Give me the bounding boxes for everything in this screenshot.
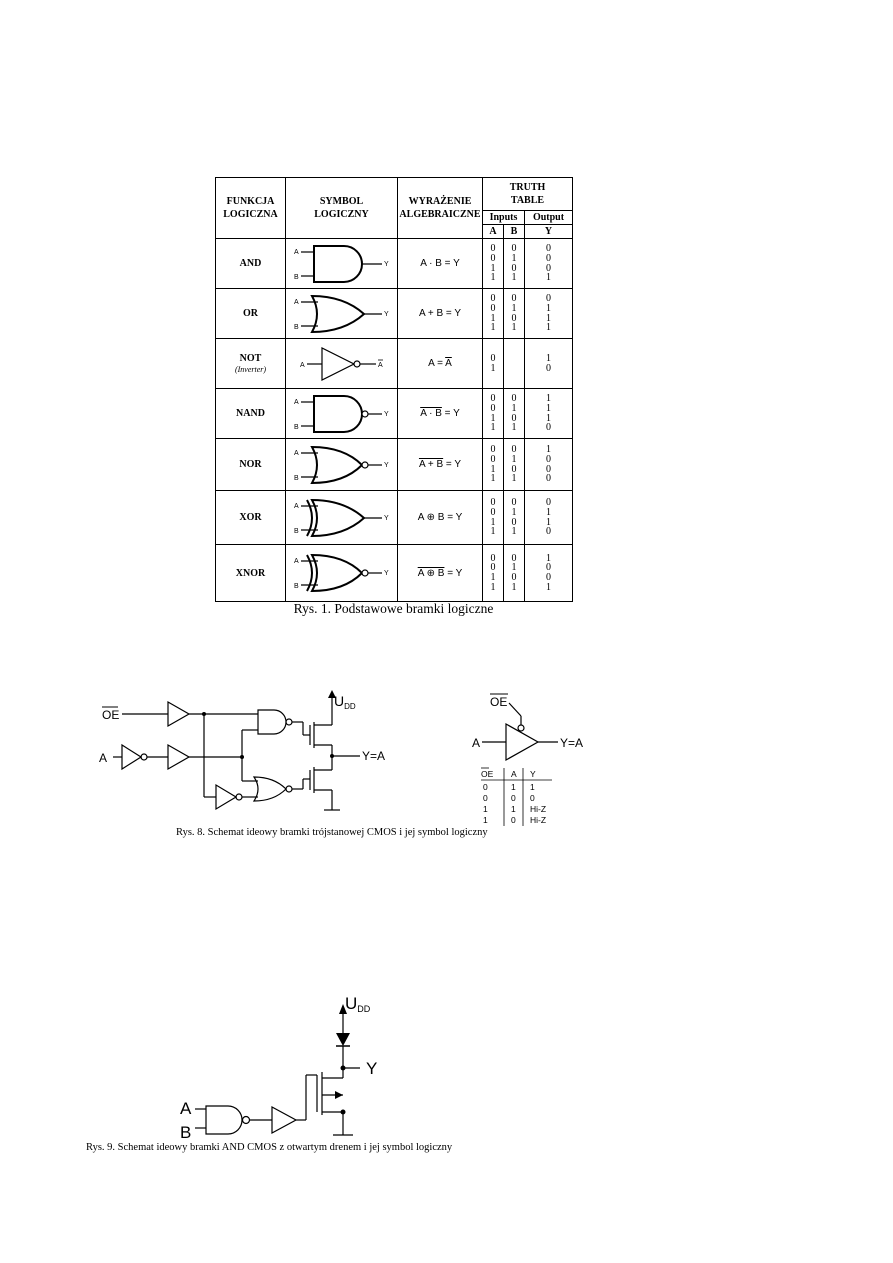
svg-text:B: B [294, 528, 299, 535]
oe-label: OE [102, 708, 119, 722]
svg-text:Y: Y [384, 261, 389, 268]
svg-text:B: B [294, 583, 299, 590]
oe-buffer [167, 700, 191, 728]
or-gate-symbol: A B Y [285, 288, 398, 339]
svg-text:1: 1 [530, 782, 535, 792]
xnor-gate-symbol: A B Y [285, 544, 398, 602]
and-gate [205, 1105, 243, 1135]
svg-text:B: B [294, 274, 299, 281]
svg-text:A: A [300, 362, 305, 369]
a-buffer [167, 743, 191, 771]
svg-text:Y: Y [384, 311, 389, 318]
svg-text:Y: Y [384, 462, 389, 469]
figure-9-caption: Rys. 9. Schemat ideowy bramki AND CMOS z… [86, 1142, 453, 1153]
svg-text:0: 0 [483, 793, 488, 803]
svg-text:A: A [294, 399, 299, 406]
a-label: A [180, 1099, 192, 1118]
svg-text:Y: Y [384, 515, 389, 522]
symbol-oe-label: OE [490, 695, 507, 709]
a-inverter [121, 743, 143, 771]
svg-text:Hi-Z: Hi-Z [530, 815, 546, 825]
udd-label: UDD [345, 994, 371, 1014]
buffer [271, 1105, 298, 1135]
svg-text:0: 0 [511, 793, 516, 803]
and-gate-symbol: A B Y [285, 238, 398, 289]
svg-text:0: 0 [511, 815, 516, 825]
output-label: Y=A [362, 749, 385, 763]
svg-text:B: B [294, 324, 299, 331]
svg-text:1: 1 [511, 804, 516, 814]
xor-gate-symbol: A B Y [285, 490, 398, 545]
tristate-schematic [113, 697, 360, 811]
tristate-symbol [482, 702, 558, 762]
udd-arrow-icon [328, 690, 336, 698]
svg-text:A: A [511, 769, 517, 779]
diode-icon [336, 1033, 350, 1046]
svg-text:B: B [294, 424, 299, 431]
a-label: A [99, 751, 107, 765]
nor-gate [252, 776, 287, 802]
oe-inverter [215, 783, 238, 811]
nand-gate [257, 709, 287, 735]
svg-text:A: A [294, 299, 299, 306]
udd-arrow-icon [339, 1004, 347, 1014]
gate-name: AND [215, 238, 286, 289]
svg-text:B: B [294, 475, 299, 482]
b-label: B [180, 1123, 191, 1142]
svg-text:1: 1 [511, 782, 516, 792]
gate-subtitle: (Inverter) [234, 364, 267, 374]
symbol-output-label: Y=A [560, 736, 583, 750]
symbol-a-label: A [472, 736, 480, 750]
gate-name: XOR [215, 490, 286, 545]
figure-1-caption: Rys. 1. Podstawowe bramki logiczne [293, 601, 494, 616]
figure-8-caption: Rys. 8. Schemat ideowy bramki trójstanow… [176, 827, 488, 838]
svg-text:A: A [294, 450, 299, 457]
svg-text:A: A [294, 558, 299, 565]
and-expression: A · B = Y [397, 238, 483, 289]
not-expression: A = A [397, 338, 483, 389]
svg-text:OE: OE [481, 769, 494, 779]
svg-text:1: 1 [483, 815, 488, 825]
svg-text:0: 0 [483, 782, 488, 792]
svg-text:A: A [378, 362, 383, 369]
open-drain-schematic [195, 1020, 360, 1136]
svg-text:0: 0 [530, 793, 535, 803]
header-col-y: Y [524, 224, 573, 239]
svg-text:1: 1 [483, 804, 488, 814]
svg-text:A: A [294, 249, 299, 256]
svg-text:Hi-Z: Hi-Z [530, 804, 546, 814]
y-label: Y [366, 1059, 377, 1078]
svg-text:Y: Y [530, 769, 536, 779]
gate-name: NAND [215, 388, 286, 439]
svg-text:A: A [294, 503, 299, 510]
svg-text:Y: Y [384, 411, 389, 418]
udd-label: UDD [334, 693, 356, 711]
xnor-expression: A ⊕ B = Y [397, 544, 483, 602]
svg-text:Y: Y [384, 570, 389, 577]
